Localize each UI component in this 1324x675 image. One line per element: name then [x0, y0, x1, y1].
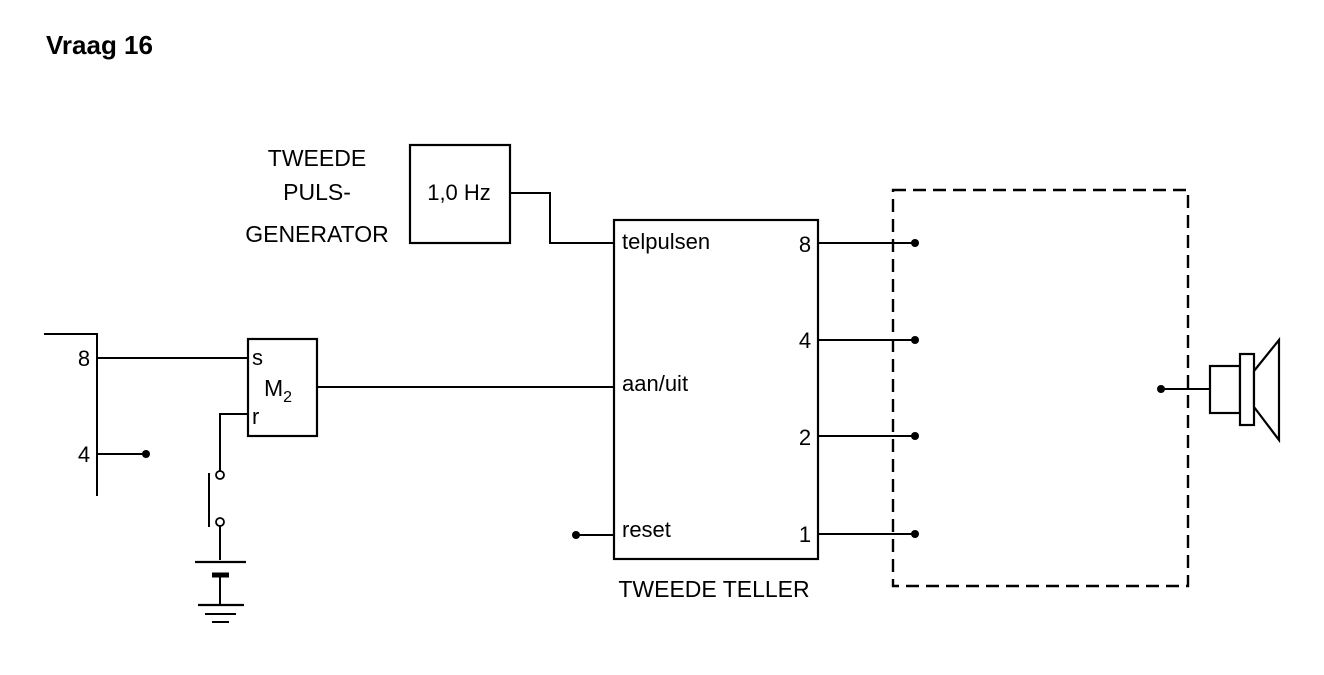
memory-reset-label: r [252, 404, 259, 429]
terminal-first-4 [142, 450, 150, 458]
memory-set-label: s [252, 345, 263, 370]
switch-contact-bottom [215, 517, 225, 527]
counter-output-label-4: 4 [799, 328, 811, 353]
loudspeaker-icon [1157, 336, 1281, 444]
terminal-output-1 [911, 530, 919, 538]
first-counter-fragment: 8 4 [44, 333, 98, 496]
terminal-output-8 [911, 239, 919, 247]
speaker-cone [1252, 336, 1281, 444]
counter-input-reset: reset [622, 517, 671, 542]
terminal-output-2 [911, 432, 919, 440]
reset-terminal [572, 531, 580, 539]
counter-output-label-1: 1 [799, 522, 811, 547]
counter-box [612, 218, 820, 561]
question-title: Vraag 16 [46, 30, 153, 60]
first-counter-output-label-8: 8 [78, 346, 90, 371]
speaker-coil [1238, 352, 1256, 427]
memory-cell-box [246, 337, 319, 438]
pulse-generator-label-line-2: PULS- [283, 179, 351, 205]
dashed-design-area [891, 188, 1190, 588]
memory-name-subscript: 2 [283, 389, 292, 406]
memory-name: M2 [264, 375, 292, 406]
pulse-generator-frequency: 1,0 Hz [427, 180, 491, 205]
switch-contact-top [215, 470, 225, 480]
first-counter-edge [44, 333, 98, 496]
speaker-magnet [1208, 364, 1242, 415]
memory-cell: s r M2 [246, 337, 319, 438]
pulse-generator: TWEEDE PULS- GENERATOR 1,0 Hz [245, 143, 512, 247]
wire-pulse-to-counter [510, 192, 614, 244]
counter-output-wires [818, 239, 919, 538]
first-counter-output-label-4: 4 [78, 442, 90, 467]
wire-reset-to-switch [219, 413, 248, 471]
pulse-generator-label-line-1: TWEEDE [268, 145, 366, 171]
counter-input-enable: aan/uit [622, 371, 688, 396]
counter-input-count: telpulsen [622, 229, 710, 254]
memory-name-main: M [264, 375, 283, 401]
counter-name: TWEEDE TELLER [618, 576, 809, 602]
push-button-switch [208, 413, 248, 560]
second-counter: telpulsen aan/uit reset 8 4 2 1 TWEEDE T… [612, 218, 820, 602]
pulse-generator-box [408, 143, 512, 245]
counter-output-label-2: 2 [799, 425, 811, 450]
pulse-generator-label-line-3: GENERATOR [245, 221, 389, 247]
battery-ground-icon [195, 560, 246, 623]
terminal-output-4 [911, 336, 919, 344]
counter-output-label-8: 8 [799, 232, 811, 257]
